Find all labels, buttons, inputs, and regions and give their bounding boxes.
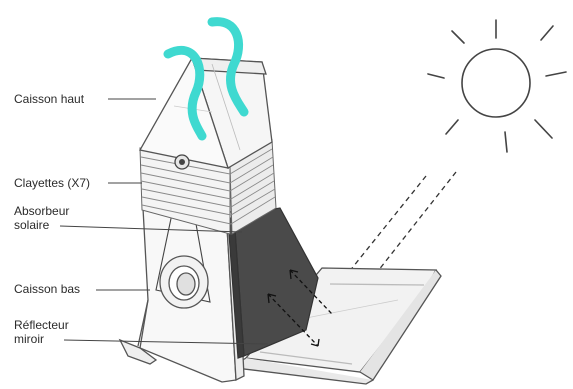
- solar-absorber: [227, 207, 319, 359]
- lower-housing: [118, 165, 245, 383]
- label-absorbeur-solaire: Absorbeur solaire: [14, 204, 69, 232]
- label-caisson-bas: Caisson bas: [14, 282, 80, 296]
- label-caisson-haut: Caisson haut: [14, 92, 84, 106]
- reflected-rays: [267, 269, 333, 347]
- steam-icon: [163, 17, 249, 141]
- shelves-stack: [139, 139, 277, 235]
- sun-icon: [427, 19, 567, 153]
- label-reflecteur-miroir: Réflecteur miroir: [14, 318, 69, 346]
- label-reflecteur-line2: miroir: [14, 332, 44, 346]
- label-clayettes-text: Clayettes (X7): [14, 176, 91, 190]
- upper-housing: [138, 56, 273, 170]
- label-reflecteur-line1: Réflecteur: [14, 318, 69, 332]
- label-leader-lines: [59, 98, 269, 345]
- label-caisson-haut-text: Caisson haut: [14, 92, 85, 106]
- label-caisson-bas-text: Caisson bas: [14, 282, 81, 296]
- label-clayettes: Clayettes (X7): [14, 176, 90, 190]
- label-absorbeur-line2: solaire: [14, 218, 50, 232]
- label-absorbeur-line1: Absorbeur: [14, 204, 70, 218]
